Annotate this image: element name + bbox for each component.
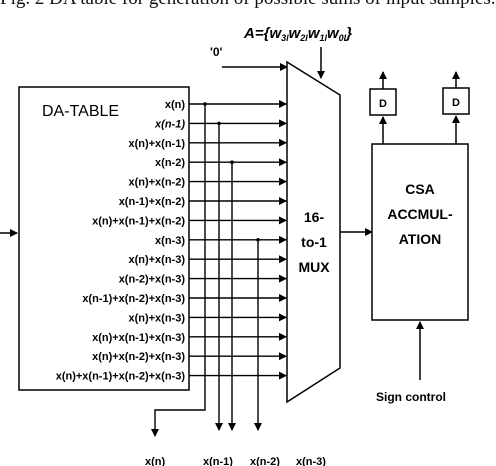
da-table-box	[18, 86, 190, 391]
da-table-row: x(n)+x(n-2)+x(n-3)	[92, 351, 185, 363]
zero-input-label: '0'	[210, 45, 223, 59]
csa-label-2: ACCMUL-	[387, 206, 453, 222]
da-table-row: x(n-1)+x(n-2)	[119, 196, 186, 208]
tap-xn3-junction	[256, 238, 260, 242]
mux-block	[286, 60, 341, 404]
da-table-diagram: DA-TABLE x(n)x(n-1)x(n)+x(n-1)x(n-2)x(n)…	[0, 25, 470, 466]
select-term-1-sub: 1l	[319, 33, 327, 43]
da-table-row: x(n)+x(n-3)	[128, 254, 185, 266]
select-label: A={w3lw2lw1lw0l}	[243, 25, 352, 43]
da-table-rows: x(n) x(n-1) x(n)+x(n-1) x(n-2) x(n)+x(n-2) x(…	[56, 99, 287, 383]
da-table-row: x(n)+x(n-1)	[128, 138, 185, 150]
tap-xn2-junction	[230, 160, 234, 164]
figure-caption: Fig. 2 DA table for generation of possib…	[0, 0, 496, 10]
d-register-2	[442, 87, 470, 115]
da-table-row: x(n-2)	[155, 157, 185, 169]
csa-block	[371, 143, 469, 321]
select-term-1-base: w	[308, 25, 321, 42]
da-table-row: x(n)+x(n-1)+x(n-3)	[92, 332, 185, 344]
d-register-1-label: D	[379, 98, 387, 110]
da-table-row: x(n)+x(n-2)	[128, 177, 185, 189]
da-table-title: DA-TABLE	[42, 103, 119, 120]
mux-label-2: to-1	[301, 234, 327, 250]
tap-xn1-junction	[217, 121, 221, 126]
select-term-0-base: w	[327, 25, 340, 42]
output-label-xn2: x(n-2)	[250, 456, 280, 466]
da-table-row: x(n-3)	[155, 235, 185, 247]
da-table-row: x(n)+x(n-1)+x(n-2)	[92, 215, 185, 227]
sign-control-label: Sign control	[376, 390, 446, 404]
select-prefix: A={	[243, 25, 271, 42]
select-term-0-sub: 0l	[339, 33, 347, 43]
select-term-3-base: w	[269, 25, 282, 42]
select-term-3-sub: 3l	[281, 33, 289, 43]
csa-label-3: ATION	[399, 231, 442, 247]
select-term-2-base: w	[289, 25, 302, 42]
output-label-xn1: x(n-1)	[203, 456, 233, 466]
select-suffix: }	[344, 25, 352, 42]
d-register-2-label: D	[452, 97, 460, 109]
output-taps	[151, 102, 262, 437]
tap-xn	[151, 104, 206, 437]
da-table-row: x(n-2)+x(n-3)	[119, 274, 186, 286]
mux-label-1: 16-	[304, 209, 325, 225]
output-label-xn3: x(n-3)	[296, 456, 326, 466]
mux-label-3: MUX	[298, 259, 330, 275]
da-table-row: x(n)	[165, 99, 186, 111]
da-table-row: x(n-1)+x(n-2)+x(n-3)	[82, 293, 185, 305]
csa-label-1: CSA	[405, 181, 435, 197]
da-table-row: x(n)+x(n-3)	[128, 312, 185, 324]
tap-xn-junction	[203, 102, 207, 106]
da-table-row: x(n)+x(n-1)+x(n-2)+x(n-3)	[56, 371, 186, 383]
select-term-2-sub: 2l	[299, 33, 308, 43]
d-register-1	[369, 88, 397, 116]
da-table-row: x(n-1)	[154, 118, 185, 130]
output-label-xn: x(n)	[145, 456, 166, 466]
